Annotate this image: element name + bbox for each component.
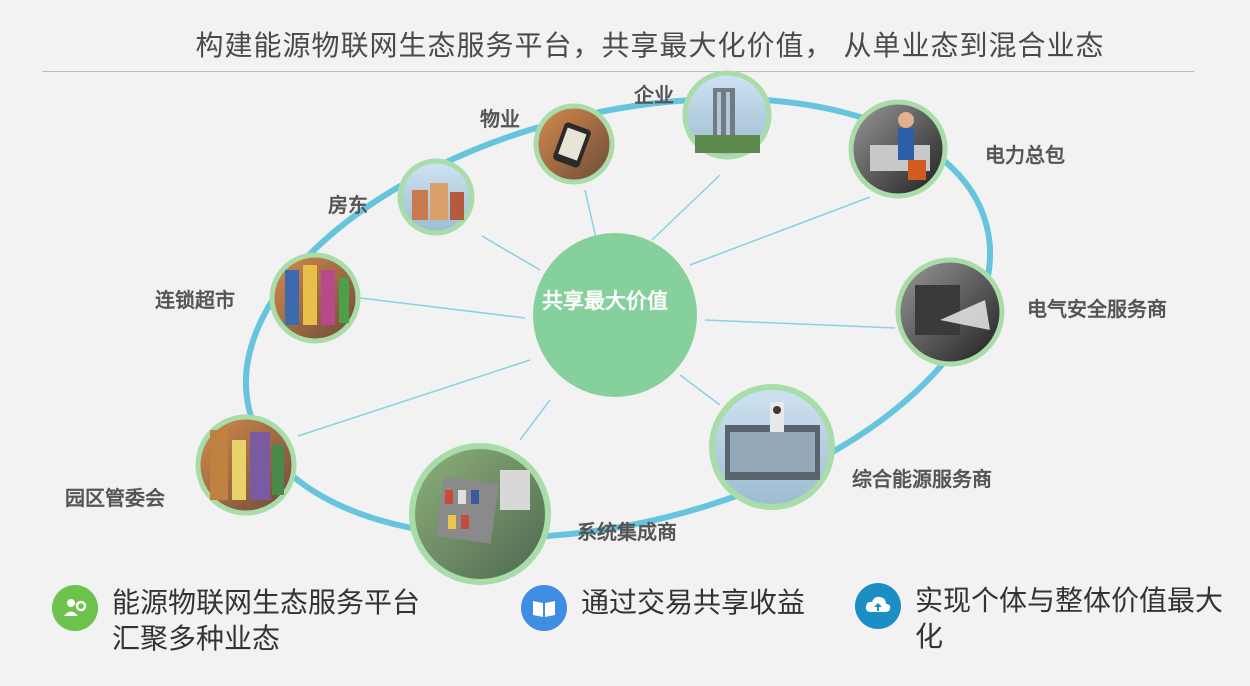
spoke [689,196,871,266]
node-building-image [682,70,772,160]
bullet-text: 通过交易共享收益 [581,586,806,619]
spokes [297,174,896,441]
spoke [359,297,526,319]
node-property-image [533,103,615,185]
cloud-upload-icon [855,583,901,629]
spoke [704,319,896,329]
node-label-integrator: 系统集成商 [577,520,677,544]
node-safety-image [895,257,1005,367]
spoke [584,189,597,239]
node-label-park: 园区管委会 [65,486,165,510]
page-title: 构建能源物联网生态服务平台，共享最大化价值， 从单业态到混合业态 [195,29,1105,62]
bullet-revenue: 通过交易共享收益 [521,585,821,631]
spoke [679,374,721,406]
node-retail-image [269,252,361,344]
node-integrator-image [409,443,551,585]
node-epc-image [848,99,948,199]
node-label-building: 企业 [634,83,674,107]
bullet-platform: 能源物联网生态服务平台汇聚多种业态 [52,585,452,657]
bullet-text: 能源物联网生态服务平台汇聚多种业态 [112,586,421,655]
node-label-landlord: 房东 [328,193,368,217]
node-label-energy: 综合能源服务商 [852,467,992,491]
node-park-image [195,414,297,516]
node-label-property: 物业 [480,107,520,131]
node-landlord-image [397,158,475,236]
spoke [481,235,541,271]
spoke [297,359,531,437]
bullet-text: 实现个体与整体价值最大化 [915,584,1224,653]
people-gear-icon [52,585,98,631]
bullet-value: 实现个体与整体价值最大化 [855,583,1235,655]
center-value-circle [533,233,697,397]
title-divider [42,71,1194,72]
spoke [651,174,721,241]
center-value-label: 共享最大价值 [542,289,668,313]
node-label-epc: 电力总包 [985,143,1065,167]
spoke [519,399,551,441]
open-book-icon [521,585,567,631]
node-label-retail: 连锁超市 [155,288,235,312]
node-label-safety: 电气安全服务商 [1027,297,1167,321]
node-energy-image [709,384,835,510]
